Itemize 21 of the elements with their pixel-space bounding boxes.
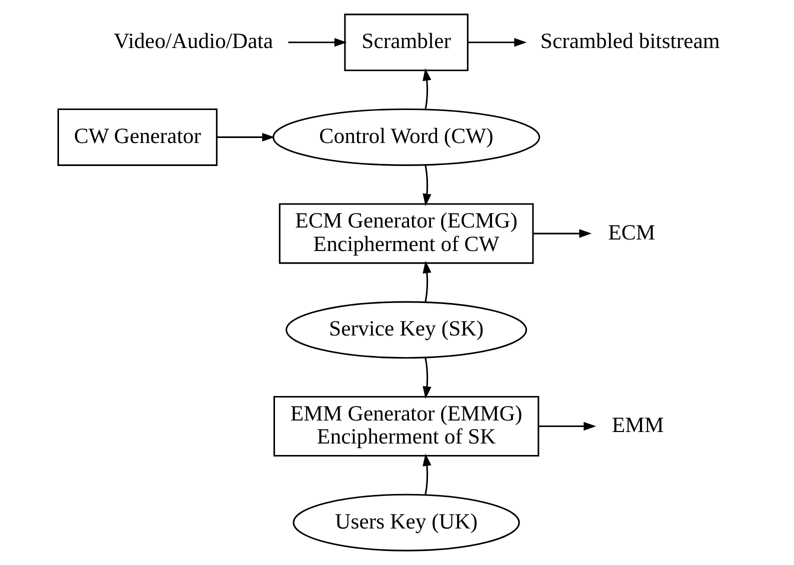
arrow (533, 229, 592, 238)
arrow (216, 132, 275, 142)
arrow (422, 68, 432, 110)
arrow (422, 165, 432, 206)
arrow (288, 38, 347, 47)
arrow (422, 358, 432, 399)
arrow (538, 422, 596, 431)
node-text: ECM (608, 220, 656, 244)
arrow (422, 260, 432, 302)
node-ellipse: Control Word (CW) (272, 108, 540, 166)
node-box: Scrambler (344, 14, 468, 72)
node-box: ECM Generator (ECMG) Encipherment of CW (278, 203, 534, 264)
node-text: Video/Audio/Data (114, 29, 274, 54)
arrow (422, 453, 432, 496)
node-box: EMM Generator (EMMG) Encipherment of SK (273, 396, 540, 457)
node-text: Scrambled bitstream (540, 29, 720, 54)
node-box: CW Generator (57, 108, 218, 166)
node-text: EMM (612, 413, 664, 437)
node-ellipse: Users Key (UK) (292, 494, 520, 552)
node-ellipse: Service Key (SK) (286, 301, 528, 359)
arrow (468, 38, 527, 47)
